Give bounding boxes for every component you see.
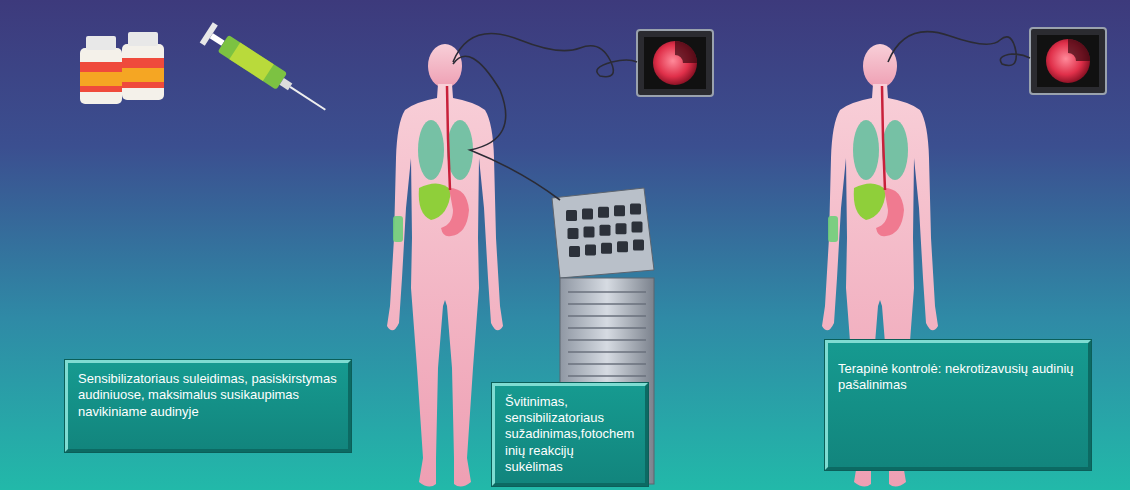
- key: [569, 246, 580, 257]
- key: [601, 243, 612, 254]
- vent-line: [568, 363, 646, 365]
- key: [582, 208, 593, 219]
- vent-line: [568, 315, 646, 317]
- syringe: [200, 22, 332, 119]
- key: [600, 225, 611, 236]
- step-text: Terapinė kontrolė: nekrotizavusių audini…: [838, 361, 1078, 394]
- step-text: Sensibilizatoriaus suleidimas, pasiskirs…: [78, 371, 338, 420]
- step-box: Terapinė kontrolė: nekrotizavusių audini…: [825, 340, 1091, 470]
- cable: [453, 32, 1030, 200]
- monitor: [637, 30, 713, 96]
- key: [632, 222, 643, 233]
- vent-line: [568, 303, 646, 305]
- key: [568, 228, 579, 239]
- key: [584, 226, 595, 237]
- key: [616, 223, 627, 234]
- monitor: [1030, 28, 1106, 94]
- key: [566, 210, 577, 221]
- step-text: Švitinimas, sensibilizatoriaus sužadinim…: [505, 394, 635, 475]
- bottle: [80, 32, 164, 104]
- vent-line: [568, 375, 646, 377]
- human-figure: [387, 44, 503, 487]
- vent-line: [568, 327, 646, 329]
- step-box: Švitinimas, sensibilizatoriaus sužadinim…: [492, 383, 648, 486]
- key: [614, 205, 625, 216]
- step-box: Sensibilizatoriaus suleidimas, pasiskirs…: [65, 360, 351, 452]
- key: [617, 241, 628, 252]
- key: [598, 207, 609, 218]
- key: [585, 244, 596, 255]
- vent-line: [568, 291, 646, 293]
- vent-line: [568, 339, 646, 341]
- vent-line: [568, 351, 646, 353]
- key: [630, 204, 641, 215]
- key: [633, 240, 644, 251]
